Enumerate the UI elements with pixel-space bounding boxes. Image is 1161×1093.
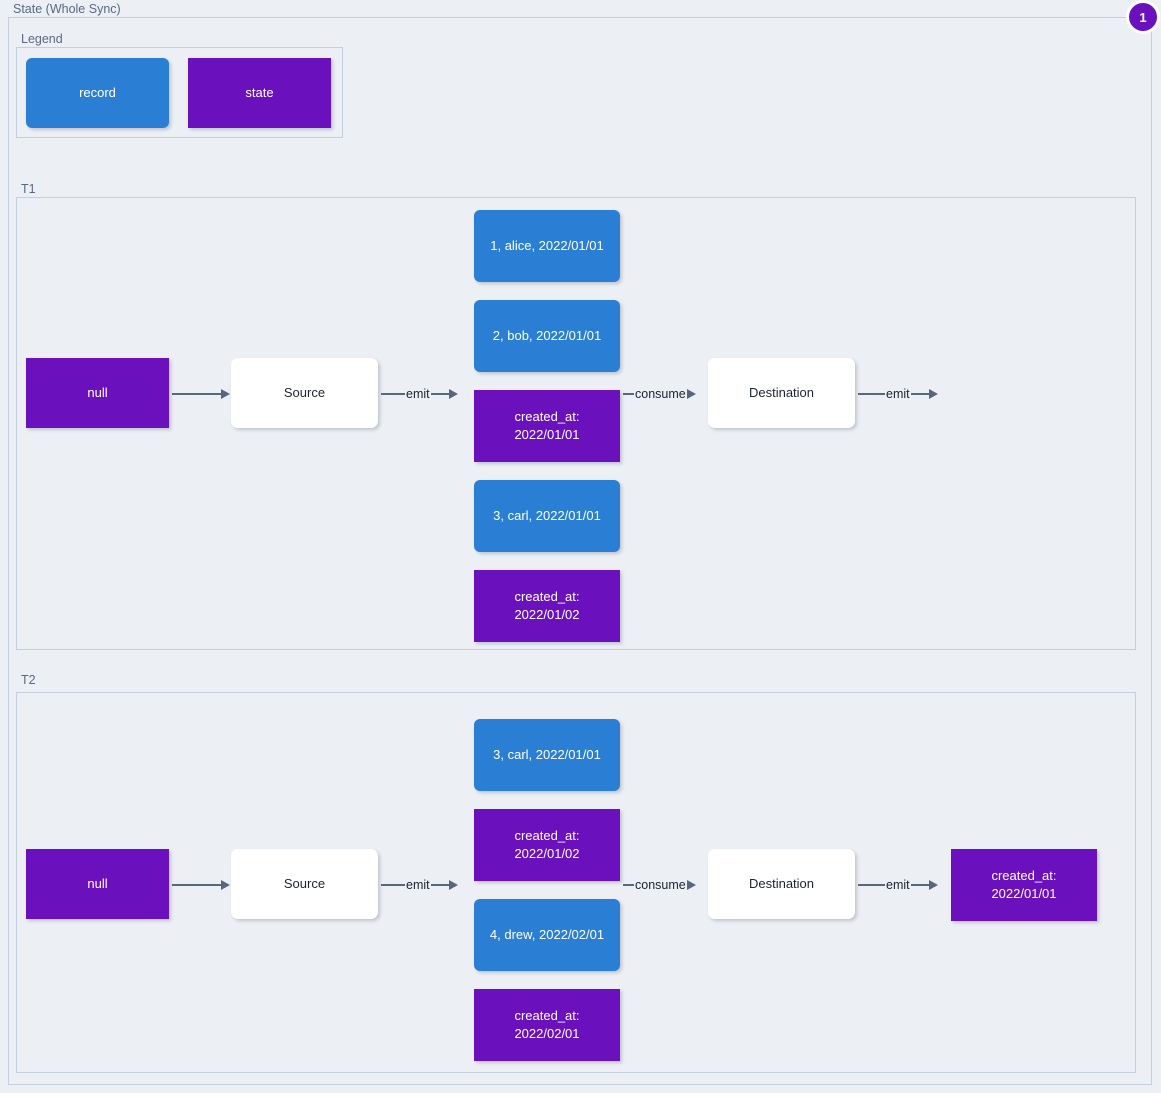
edge-line xyxy=(381,883,405,887)
edge-line xyxy=(910,392,929,396)
t1-edge-destination-emit: emit xyxy=(858,382,950,406)
t2-edge-source-emit-label: emit xyxy=(406,878,430,892)
arrowhead-icon xyxy=(448,389,458,399)
step-badge[interactable]: 1 xyxy=(1126,0,1160,34)
arrowhead-icon xyxy=(928,389,938,399)
edge-line xyxy=(858,392,885,396)
t2-stream-state-3: created_at: 2022/02/01 xyxy=(474,989,620,1061)
state-line-1: created_at: xyxy=(514,409,580,424)
state-line-2: 2022/01/02 xyxy=(514,846,580,861)
state-line-2: 2022/02/01 xyxy=(514,1026,580,1041)
t1-stream-record-0: 1, alice, 2022/01/01 xyxy=(474,210,620,282)
t2-stream-state-1: created_at: 2022/01/02 xyxy=(474,809,620,881)
t2-edge-destination-emit: emit xyxy=(858,873,950,897)
t2-source-node: Source xyxy=(231,849,378,919)
t1-edge-source-emit-label: emit xyxy=(406,387,430,401)
t1-stream-record-1: 2, bob, 2022/01/01 xyxy=(474,300,620,372)
t2-stream-record-0: 3, carl, 2022/01/01 xyxy=(474,719,620,791)
edge-line xyxy=(858,883,885,887)
legend-swatch-record: record xyxy=(26,58,169,128)
edge-line xyxy=(172,883,221,887)
state-line-2: 2022/01/02 xyxy=(514,607,580,622)
t2-label: T2 xyxy=(18,673,39,687)
legend-title: Legend xyxy=(18,32,66,46)
edge-line xyxy=(430,392,449,396)
arrowhead-icon xyxy=(928,880,938,890)
edge-line xyxy=(381,392,405,396)
legend-swatch-state: state xyxy=(188,58,331,128)
t2-edge-consume-label: consume xyxy=(635,878,686,892)
t1-stream-record-3: 3, carl, 2022/01/01 xyxy=(474,480,620,552)
edge-line xyxy=(910,883,929,887)
t1-edge-state-to-source xyxy=(172,382,230,406)
t2-edge-destination-emit-label: emit xyxy=(886,878,910,892)
state-line-1: created_at: xyxy=(514,1008,580,1023)
arrowhead-icon xyxy=(221,880,230,890)
t2-edge-source-emit: emit xyxy=(381,873,474,897)
t1-stream-state-4: created_at: 2022/01/02 xyxy=(474,570,620,642)
t1-edge-source-emit: emit xyxy=(381,382,474,406)
t1-source-node: Source xyxy=(231,358,378,428)
t2-final-state-node: created_at: 2022/01/01 xyxy=(951,849,1097,921)
t1-label: T1 xyxy=(18,182,39,196)
t2-stream-record-2: 4, drew, 2022/02/01 xyxy=(474,899,620,971)
edge-line xyxy=(430,883,449,887)
t1-edge-consume: consume xyxy=(623,382,706,406)
arrowhead-icon xyxy=(221,389,230,399)
arrowhead-icon xyxy=(448,880,458,890)
state-line-2: 2022/01/01 xyxy=(514,427,580,442)
t1-stream-state-2: created_at: 2022/01/01 xyxy=(474,390,620,462)
t1-initial-state-node: null xyxy=(26,358,169,428)
t1-edge-destination-emit-label: emit xyxy=(886,387,910,401)
state-line-1: created_at: xyxy=(991,868,1057,883)
t1-edge-consume-label: consume xyxy=(635,387,686,401)
diagram-title: State (Whole Sync) xyxy=(10,2,124,16)
edge-line xyxy=(623,883,634,887)
edge-line xyxy=(623,392,634,396)
state-line-1: created_at: xyxy=(514,589,580,604)
t2-destination-node: Destination xyxy=(708,849,855,919)
state-line-2: 2022/01/01 xyxy=(991,886,1057,901)
arrowhead-icon xyxy=(686,389,696,399)
t2-edge-consume: consume xyxy=(623,873,706,897)
t2-edge-state-to-source xyxy=(172,873,230,897)
t2-initial-state-node: null xyxy=(26,849,169,919)
state-line-1: created_at: xyxy=(514,828,580,843)
t1-destination-node: Destination xyxy=(708,358,855,428)
arrowhead-icon xyxy=(686,880,696,890)
edge-line xyxy=(172,392,221,396)
